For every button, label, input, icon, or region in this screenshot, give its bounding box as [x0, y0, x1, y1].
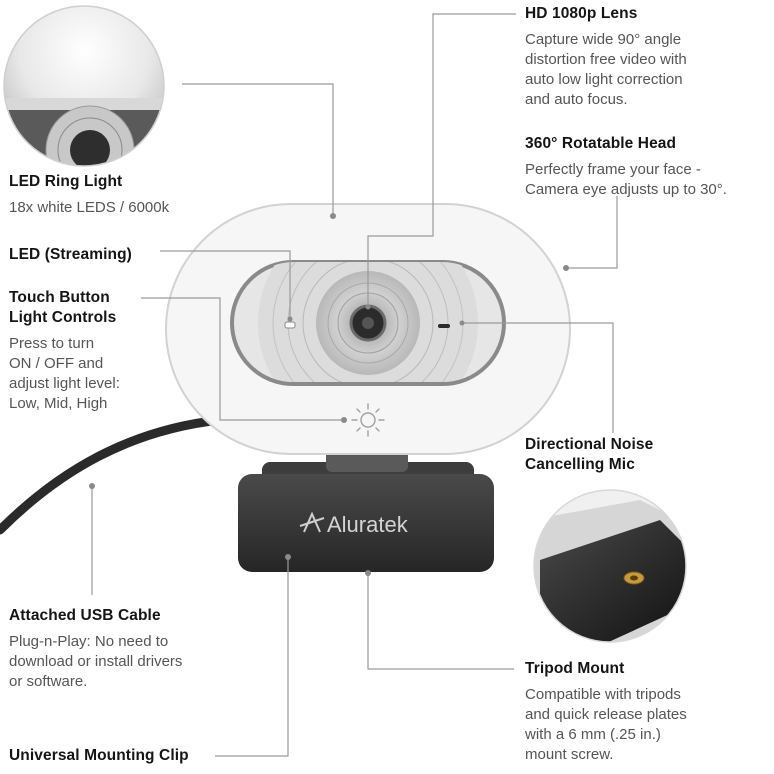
desc-line: Low, Mid, High — [9, 395, 108, 412]
callout-desc: Capture wide 90° angle distortion free v… — [525, 30, 770, 110]
title-line: Light Controls — [9, 309, 117, 326]
title-line: Touch Button — [9, 289, 110, 306]
title-line: HD 1080p Lens — [525, 5, 638, 22]
callout-title: Universal Mounting Clip — [9, 746, 229, 766]
title-line: LED (Streaming) — [9, 246, 132, 263]
callout-title: Attached USB Cable — [9, 606, 239, 626]
callout-noise-mic: Directional Noise Cancelling Mic — [525, 435, 725, 475]
callout-hd-lens: HD 1080p Lens Capture wide 90° angle dis… — [525, 4, 770, 110]
callout-title: Touch Button Light Controls — [9, 288, 159, 328]
title-line: Directional Noise — [525, 436, 654, 453]
desc-line: and quick release plates — [525, 706, 687, 723]
streaming-led — [284, 321, 296, 329]
callout-desc: Perfectly frame your face - Camera eye a… — [525, 160, 773, 200]
title-line: 360° Rotatable Head — [525, 135, 677, 152]
callout-touch-button: Touch Button Light Controls Press to tur… — [9, 288, 159, 414]
desc-line: or software. — [9, 673, 88, 690]
usb-cable — [0, 415, 225, 535]
callout-title: 360° Rotatable Head — [525, 134, 773, 154]
callout-title: HD 1080p Lens — [525, 4, 770, 24]
title-line: LED Ring Light — [9, 173, 123, 190]
title-line: Universal Mounting Clip — [9, 747, 189, 764]
callout-mounting-clip: Universal Mounting Clip — [9, 746, 229, 766]
desc-line: with a 6 mm (.25 in.) — [525, 726, 661, 743]
title-line: Tripod Mount — [525, 660, 625, 677]
logo-text: Aluratek — [327, 512, 409, 537]
desc-line: Perfectly frame your face - — [525, 161, 701, 178]
desc-line: ON / OFF and — [9, 355, 104, 372]
callout-led-streaming: LED (Streaming) — [9, 245, 169, 265]
callout-usb-cable: Attached USB Cable Plug-n-Play: No need … — [9, 606, 239, 692]
leader-dots — [89, 213, 569, 576]
desc-line: Press to turn — [9, 335, 95, 352]
callout-led-ring: LED Ring Light 18x white LEDS / 6000k — [9, 172, 229, 218]
desc-line: mount screw. — [525, 746, 614, 763]
callout-title: LED (Streaming) — [9, 245, 169, 265]
callout-desc: 18x white LEDS / 6000k — [9, 198, 229, 218]
aluratek-logo-icon — [299, 511, 325, 533]
mic-hole — [438, 324, 450, 328]
title-line: Cancelling Mic — [525, 456, 635, 473]
desc-line: download or install drivers — [9, 653, 183, 670]
callout-title: Directional Noise Cancelling Mic — [525, 435, 725, 475]
desc-line: Capture wide 90° angle — [525, 31, 682, 48]
sun-icon — [351, 403, 385, 437]
callout-desc: Compatible with tripods and quick releas… — [525, 685, 765, 765]
desc-line: and auto focus. — [525, 91, 628, 108]
tripod-mount-zoom — [534, 490, 686, 642]
desc-line: distortion free video with — [525, 51, 687, 68]
callout-rotatable-head: 360° Rotatable Head Perfectly frame your… — [525, 134, 773, 200]
desc-line: 18x white LEDS / 6000k — [9, 199, 170, 216]
callout-title: Tripod Mount — [525, 659, 765, 679]
desc-line: Camera eye adjusts up to 30°. — [525, 181, 727, 198]
desc-line: Plug-n-Play: No need to — [9, 633, 169, 650]
leader-lines — [91, 13, 618, 757]
mounting-clip — [238, 474, 494, 572]
desc-line: Compatible with tripods — [525, 686, 681, 703]
desc-line: adjust light level: — [9, 375, 120, 392]
title-line: Attached USB Cable — [9, 607, 161, 624]
callout-title: LED Ring Light — [9, 172, 229, 192]
callout-desc: Plug-n-Play: No need to download or inst… — [9, 632, 239, 692]
ring-light-zoom — [4, 6, 164, 166]
desc-line: auto low light correction — [525, 71, 683, 88]
callout-desc: Press to turn ON / OFF and adjust light … — [9, 334, 159, 414]
callout-tripod-mount: Tripod Mount Compatible with tripods and… — [525, 659, 765, 765]
camera-lens-center — [362, 317, 374, 329]
